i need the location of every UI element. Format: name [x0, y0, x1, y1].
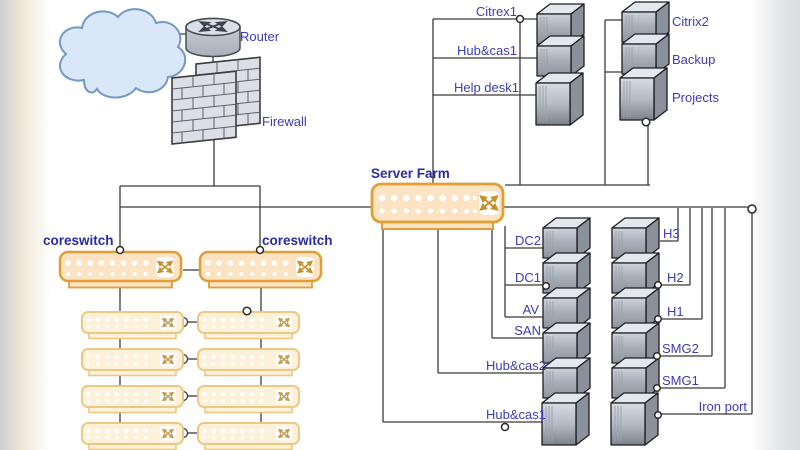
server-icon: [542, 287, 591, 329]
core-switch-right: [200, 252, 321, 288]
server-label-h1: H1: [667, 304, 684, 319]
server-stack-middle-right: [610, 217, 660, 446]
server-icon: [611, 217, 660, 259]
server-label-san: SAN: [514, 323, 541, 338]
server-label-citrix2: Citrix2: [672, 14, 709, 29]
server-farm-switch: [372, 184, 503, 229]
access-switch: [82, 312, 183, 339]
access-switch: [198, 423, 299, 450]
server-icon: [611, 322, 660, 364]
server-icon: [542, 252, 591, 294]
server-farm-label: Server Farm: [371, 166, 450, 181]
server-label-smg2: SMG2: [662, 341, 699, 356]
server-icon: [611, 287, 660, 329]
junction-dots: [115, 14, 757, 432]
server-label-ironport: Iron port: [699, 399, 748, 414]
server-stack-middle-left: [541, 217, 591, 446]
server-label-hubcas1-top: Hub&cas1: [457, 43, 517, 58]
server-icon: [542, 322, 591, 364]
server-label-projects: Projects: [672, 90, 719, 105]
server-label-dc1: DC1: [515, 270, 541, 285]
server-icon: [619, 67, 668, 121]
access-switch: [82, 386, 183, 413]
server-stack-top-middle: [535, 3, 585, 126]
server-label-citrex1: Citrex1: [476, 4, 517, 19]
access-switch: [198, 349, 299, 376]
server-stack-top-right: [619, 1, 670, 121]
server-icon: [541, 392, 590, 446]
access-switch: [82, 423, 183, 450]
core-switch-left: [60, 252, 181, 288]
device-labels: Router Firewall Server Farm coreswitch c…: [43, 4, 747, 422]
internet-cloud-icon: [59, 8, 187, 99]
access-switch: [198, 386, 299, 413]
access-switch-grid: [82, 312, 299, 450]
server-icon: [535, 72, 584, 126]
server-label-h2: H2: [667, 270, 684, 285]
server-label-helpdesk1: Help desk1: [454, 80, 519, 95]
access-switch: [82, 349, 183, 376]
server-icon: [542, 217, 591, 259]
firewall-label: Firewall: [262, 114, 307, 129]
server-icon: [610, 392, 659, 446]
server-label-av: AV: [523, 302, 540, 317]
server-label-hubcas2: Hub&cas2: [486, 358, 546, 373]
firewall-icon: [171, 56, 261, 145]
server-label-h3: H3: [663, 226, 680, 241]
router-icon: [185, 17, 241, 58]
core-switch-right-label: coreswitch: [262, 233, 333, 248]
server-label-dc2: DC2: [515, 233, 541, 248]
server-label-smg1: SMG1: [662, 373, 699, 388]
server-label-backup: Backup: [672, 52, 715, 67]
access-switch: [198, 312, 299, 339]
server-icon: [611, 252, 660, 294]
core-switch-left-label: coreswitch: [43, 233, 114, 248]
connection-lines: [119, 18, 753, 439]
server-icon: [611, 357, 660, 399]
server-icon: [536, 35, 585, 77]
router-label: Router: [240, 29, 280, 44]
server-label-hubcas1-bottom: Hub&cas1: [486, 407, 546, 422]
server-icon: [542, 357, 591, 399]
